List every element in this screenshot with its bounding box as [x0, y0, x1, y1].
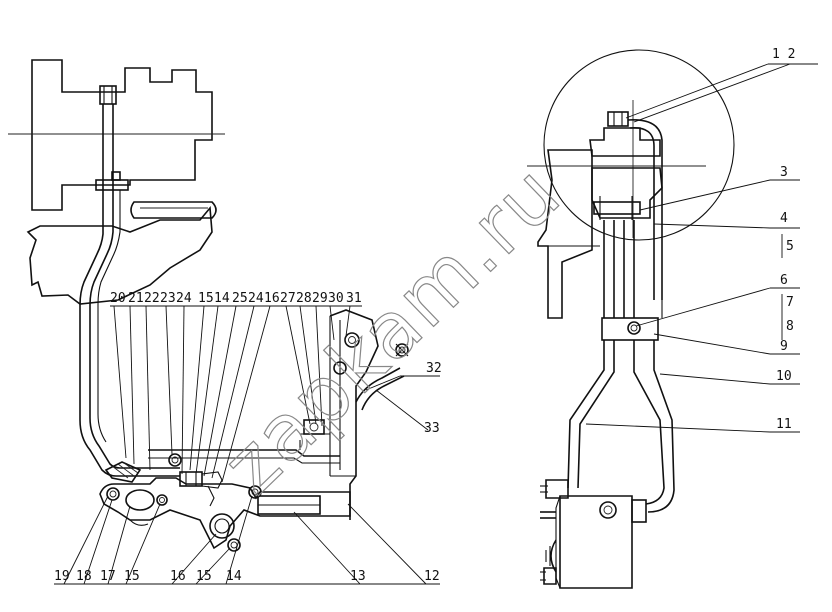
callout-8: 8	[786, 319, 794, 334]
callout-14-bottom: 14	[226, 569, 242, 584]
callout-15-bottom-b: 15	[196, 569, 212, 584]
callout-10: 10	[776, 369, 792, 384]
callout-28: 28	[296, 291, 312, 306]
callout-18: 18	[76, 569, 92, 584]
callout-16-bottom: 16	[170, 569, 186, 584]
callout-16-top: 16	[264, 291, 280, 306]
callout-15-bottom-a: 15	[124, 569, 140, 584]
callout-20: 20	[110, 291, 126, 306]
callout-3: 3	[780, 165, 788, 180]
callout-30: 30	[328, 291, 344, 306]
callout-25: 25	[232, 291, 248, 306]
callout-23: 23	[160, 291, 176, 306]
callout-17: 17	[100, 569, 116, 584]
callout-1-2: 1 2	[772, 47, 795, 62]
callout-4: 4	[780, 211, 788, 226]
callout-11: 11	[776, 417, 792, 432]
callout-22: 22	[144, 291, 160, 306]
callout-15-top: 15	[198, 291, 214, 306]
callout-numbers: 1 2 3 4 5 6 7 8 9 10 11 20 21 22 23 24 1…	[54, 47, 795, 584]
callout-31: 31	[346, 291, 362, 306]
callout-12: 12	[424, 569, 440, 584]
right-view	[527, 49, 735, 589]
callout-24-a: 24	[176, 291, 192, 306]
callout-32: 32	[426, 361, 442, 376]
callout-24-b: 24	[248, 291, 264, 306]
callout-14-top: 14	[214, 291, 230, 306]
callout-9: 9	[780, 339, 788, 354]
callout-33: 33	[424, 421, 440, 436]
callout-13: 13	[350, 569, 366, 584]
callout-27: 27	[280, 291, 296, 306]
callout-5: 5	[786, 239, 794, 254]
left-view	[8, 59, 409, 552]
leader-lines	[54, 63, 818, 585]
callout-6: 6	[780, 273, 788, 288]
callout-21: 21	[128, 291, 144, 306]
watermark-text: zapkam.ru	[207, 148, 579, 512]
callout-29: 29	[312, 291, 328, 306]
callout-19: 19	[54, 569, 70, 584]
callout-7: 7	[786, 295, 794, 310]
